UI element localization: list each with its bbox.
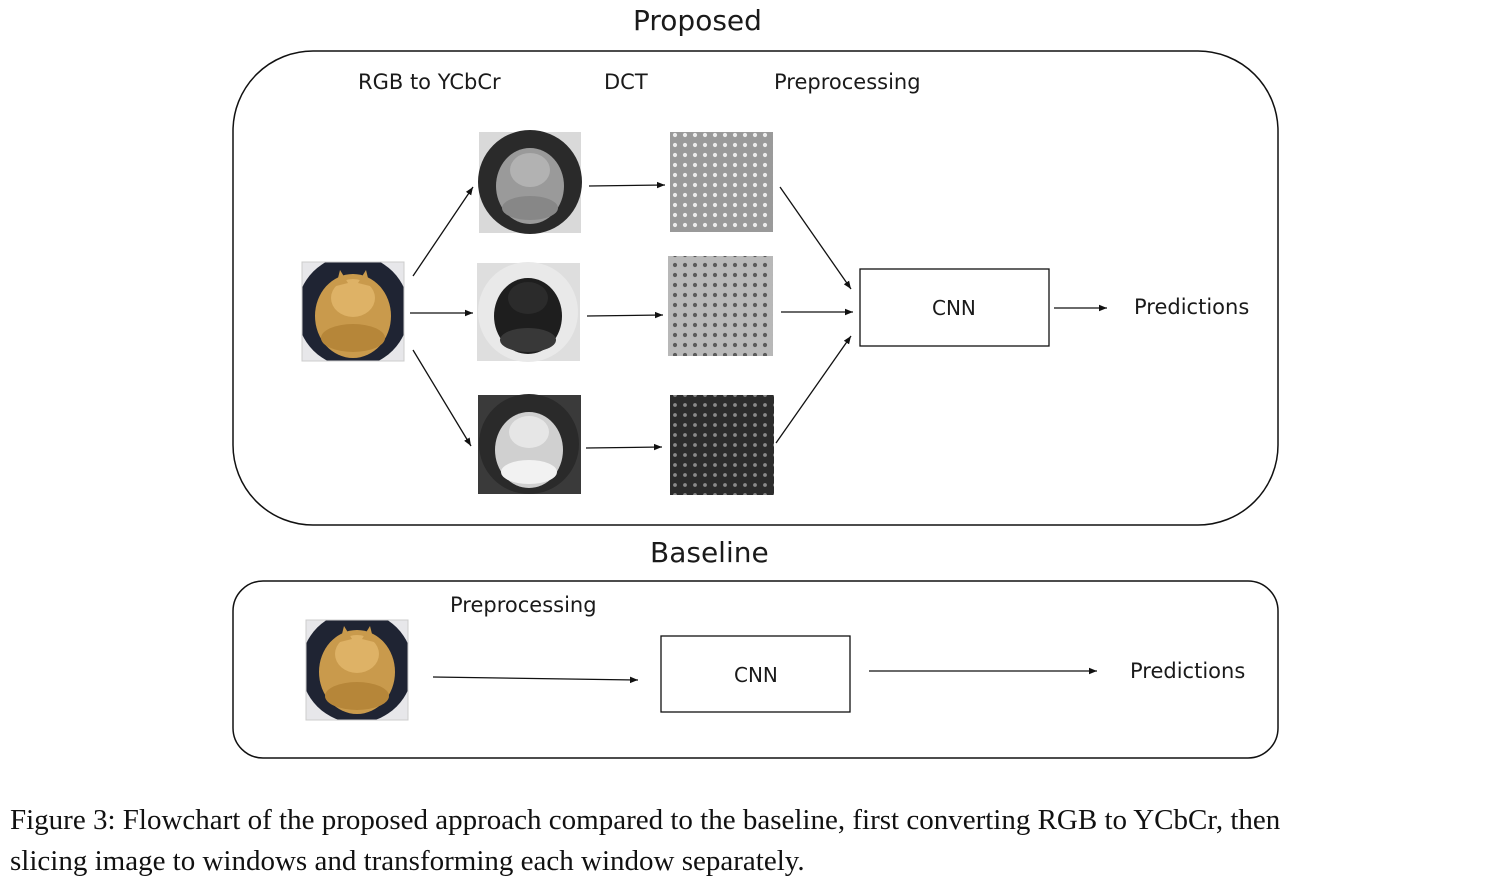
baseline-title: Baseline — [650, 536, 769, 569]
dct-cb-image — [668, 256, 773, 356]
cr-channel-image — [478, 394, 581, 494]
proposed-input-cat-image — [302, 262, 404, 361]
arrow-dct-cr-to-cnn — [775, 335, 852, 444]
baseline-cnn-label: CNN — [734, 663, 778, 687]
arrow-baseline-input-to-cnn — [432, 676, 639, 684]
proposed-cnn-box — [859, 268, 1050, 347]
baseline-preprocessing-label: Preprocessing — [450, 593, 597, 617]
baseline-cnn-box — [660, 635, 851, 713]
arrow-cr-to-dct — [585, 443, 663, 451]
step-dct-label: DCT — [604, 70, 648, 94]
baseline-container — [232, 580, 1279, 759]
caption-line-1: Figure 3: Flowchart of the proposed appr… — [10, 804, 1281, 836]
proposed-predictions-label: Predictions — [1134, 295, 1250, 319]
dct-cr-image — [670, 395, 774, 495]
cb-channel-image — [477, 262, 580, 362]
proposed-cnn-label: CNN — [932, 296, 976, 320]
y-channel-image — [478, 130, 582, 234]
arrow-y-to-dct — [588, 181, 666, 189]
dct-y-image — [670, 132, 773, 232]
proposed-title: Proposed — [633, 4, 762, 37]
proposed-container — [232, 50, 1279, 526]
baseline-input-cat-image — [306, 620, 408, 720]
step-rgb-to-ycbcr-label: RGB to YCbCr — [358, 70, 501, 94]
arrow-input-to-cr — [412, 349, 472, 447]
step-preprocessing-label: Preprocessing — [774, 70, 921, 94]
baseline-predictions-label: Predictions — [1130, 659, 1246, 683]
arrow-dct-y-to-cnn — [779, 186, 852, 290]
arrow-cb-to-dct — [586, 311, 664, 319]
figure-caption: Figure 3: Flowchart of the proposed appr… — [10, 800, 1505, 882]
caption-line-2: slicing image to windows and transformin… — [10, 845, 805, 877]
arrow-input-to-y — [412, 186, 474, 277]
